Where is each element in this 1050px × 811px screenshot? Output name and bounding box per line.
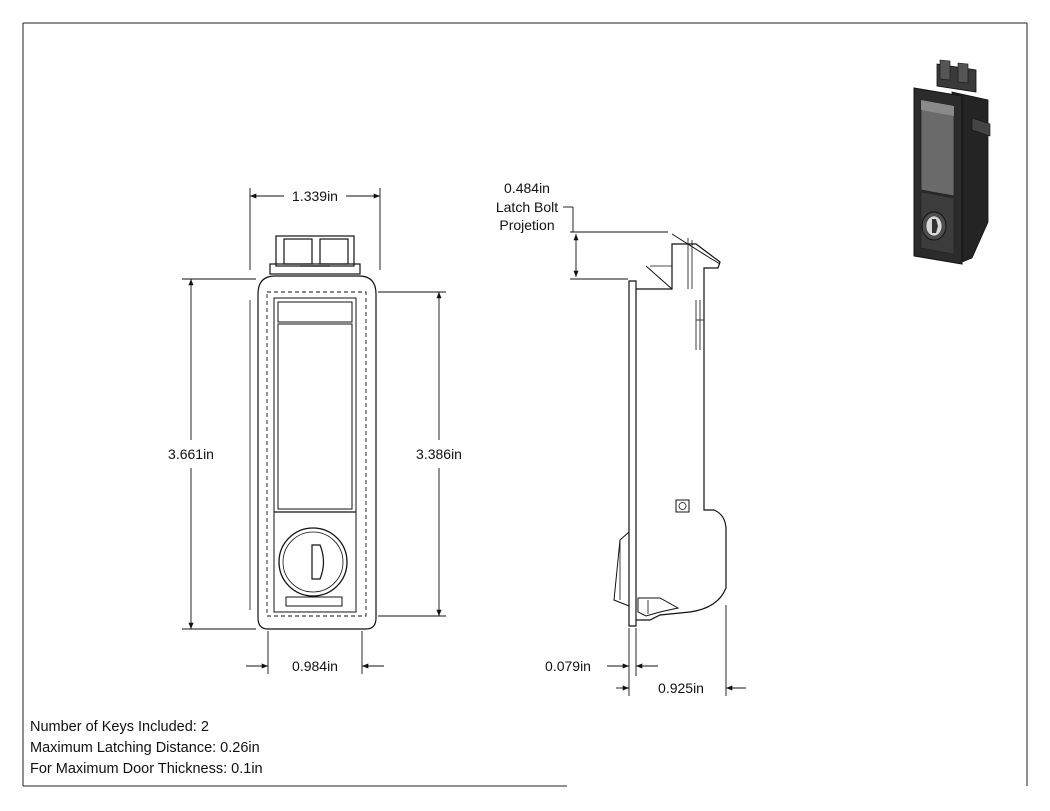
dim-depth: 0.925in — [658, 680, 704, 696]
dim-latch-projection-value: 0.484in — [504, 180, 550, 196]
dim-overall-width: 1.339in — [292, 188, 338, 204]
note-keys-included: Number of Keys Included: 2 — [30, 719, 209, 735]
dim-latch-projection-label-2: Projetion — [499, 217, 554, 233]
notes-block: Number of Keys Included: 2 Maximum Latch… — [30, 717, 263, 780]
dim-latch-projection-label-1: Latch Bolt — [496, 199, 558, 215]
note-max-door-thickness: For Maximum Door Thickness: 0.1in — [30, 761, 263, 777]
dim-flange-thickness: 0.079in — [545, 658, 591, 674]
front-view — [249, 235, 377, 630]
side-dimension-lines — [563, 206, 746, 696]
dim-overall-height: 3.661in — [168, 446, 214, 462]
drawing-frame — [22, 22, 1028, 787]
note-max-latching-distance: Maximum Latching Distance: 0.26in — [30, 740, 260, 756]
front-dimension-lines — [182, 188, 446, 674]
dim-cutout-height: 3.386in — [416, 446, 462, 462]
side-view — [613, 233, 727, 627]
dim-cutout-width: 0.984in — [292, 658, 338, 674]
isometric-render — [913, 59, 991, 265]
